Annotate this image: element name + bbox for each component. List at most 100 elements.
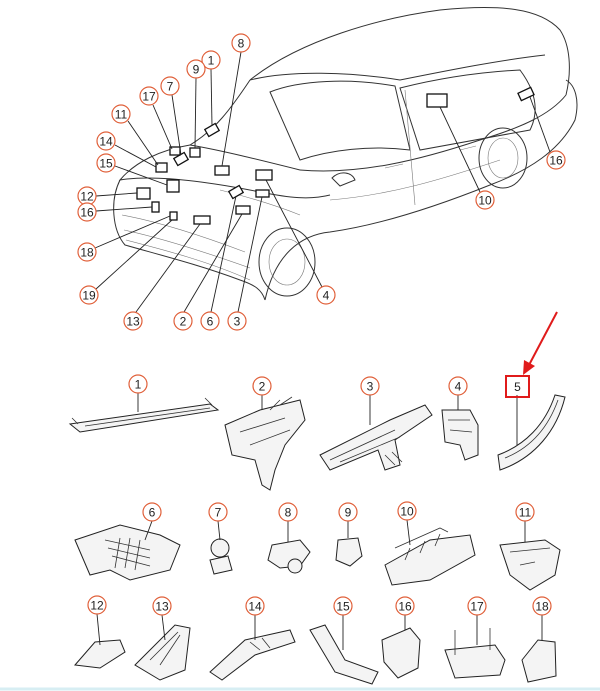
callout-callouts_car-1: 1 — [201, 50, 221, 70]
callout-ring — [79, 285, 99, 305]
part-3-channel — [319, 404, 433, 471]
callout-ring — [227, 311, 247, 331]
marker-12 — [136, 187, 151, 200]
callout-callouts_car-7: 7 — [160, 76, 180, 96]
car-component-markers — [136, 86, 535, 225]
callout-callouts_parts-17: 17 — [467, 596, 487, 616]
car-hood — [118, 144, 331, 199]
part-16-housing — [381, 627, 421, 679]
callout-number: 9 — [345, 506, 352, 520]
callout-callouts_parts-4: 4 — [448, 376, 468, 396]
callout-callouts_parts-1: 1 — [128, 374, 148, 394]
car-mirror — [331, 172, 356, 187]
lead-p7 — [217, 520, 221, 541]
callout-number: 17 — [470, 600, 484, 614]
callout-callouts_parts-12: 12 — [87, 595, 107, 615]
highlight-group: 5 — [505, 311, 558, 398]
callout-ring — [96, 131, 116, 151]
car-bumper-line-3 — [125, 239, 251, 281]
car-illustration — [113, 7, 578, 301]
callout-number: 11 — [519, 506, 532, 520]
lead-7 — [171, 94, 182, 156]
marker-15 — [166, 179, 180, 193]
car-bumper-line-1 — [121, 214, 246, 253]
car-front-rim — [268, 238, 306, 286]
callout-number: 15 — [336, 600, 350, 614]
callout-number: 11 — [115, 108, 128, 122]
part-3-detail — [329, 429, 403, 466]
callout-ring — [515, 502, 535, 522]
callout-number: 8 — [285, 506, 292, 520]
callout-number: 17 — [142, 90, 156, 104]
part-13-bracket — [134, 624, 191, 681]
lead-2 — [183, 213, 243, 313]
callout-callouts_car-11: 11 — [111, 104, 131, 124]
callout-ring — [173, 311, 193, 331]
callout-callouts_parts-2: 2 — [252, 376, 272, 396]
part-7-clip-head — [210, 538, 230, 558]
part-7-clip-body — [209, 555, 233, 575]
callout-ring — [200, 311, 220, 331]
marker-4 — [255, 169, 273, 181]
part-17-plate — [444, 644, 506, 679]
marker-18 — [169, 211, 178, 221]
callout-number: 16 — [398, 600, 412, 614]
car-windshield — [188, 79, 301, 171]
marker-3 — [255, 189, 270, 198]
callout-ring — [160, 76, 180, 96]
part-11-bracket — [499, 539, 561, 591]
callout-number: 19 — [82, 289, 96, 303]
callout-number: 6 — [207, 315, 214, 329]
callout-callouts_parts-15: 15 — [333, 596, 353, 616]
callout-number: 14 — [99, 135, 113, 149]
callout-number: 7 — [167, 80, 174, 94]
callout-number: 12 — [80, 190, 94, 204]
part-1-strip — [68, 403, 220, 433]
lead-18 — [94, 215, 171, 249]
callout-callouts_parts-8: 8 — [278, 502, 298, 522]
callout-number: 6 — [149, 506, 156, 520]
highlight-box — [505, 375, 530, 398]
callout-ring — [208, 502, 228, 522]
part-14-detail — [249, 637, 271, 651]
callout-callouts_car-16: 16 — [546, 150, 566, 170]
part-5-trim — [497, 394, 566, 471]
lead-14 — [114, 144, 157, 168]
callout-callouts_car-10: 10 — [475, 190, 495, 210]
callout-ring — [111, 104, 131, 124]
car-rear-window — [399, 69, 536, 151]
callout-callouts_car-14: 14 — [96, 131, 116, 151]
part-9-fastener — [335, 537, 363, 567]
car-handle-rear — [459, 145, 477, 151]
part-4-clip — [441, 409, 479, 461]
marker-11 — [155, 162, 168, 173]
callout-number: 1 — [208, 54, 215, 68]
callout-callouts_car-18: 18 — [77, 242, 97, 262]
callout-number: 4 — [323, 289, 330, 303]
marker-16b — [517, 86, 535, 102]
car-leader-lines — [94, 51, 551, 313]
part-13-detail — [149, 631, 181, 666]
car-rear-rim — [487, 137, 519, 179]
callout-number: 2 — [259, 380, 266, 394]
callout-callouts_car-13: 13 — [123, 311, 143, 331]
highlight-label: 5 — [514, 380, 521, 394]
callout-ring — [252, 376, 272, 396]
callout-ring — [333, 596, 353, 616]
part-1-detail — [71, 397, 213, 427]
lead-1 — [210, 68, 213, 127]
callout-ring — [397, 501, 417, 521]
callout-number: 9 — [193, 63, 200, 77]
callout-callouts_car-2: 2 — [173, 311, 193, 331]
marker-16a — [151, 201, 160, 213]
callout-ring — [475, 190, 495, 210]
callout-callouts_car-17: 17 — [139, 86, 159, 106]
callout-ring — [395, 596, 415, 616]
part-12-clip — [74, 639, 126, 669]
callout-callouts_car-4: 4 — [316, 285, 336, 305]
callout-ring — [142, 502, 162, 522]
part-2-bracket — [224, 399, 306, 491]
car-handle-front — [384, 163, 404, 169]
marker-9 — [189, 147, 201, 158]
callout-callouts_car-15: 15 — [96, 153, 116, 173]
